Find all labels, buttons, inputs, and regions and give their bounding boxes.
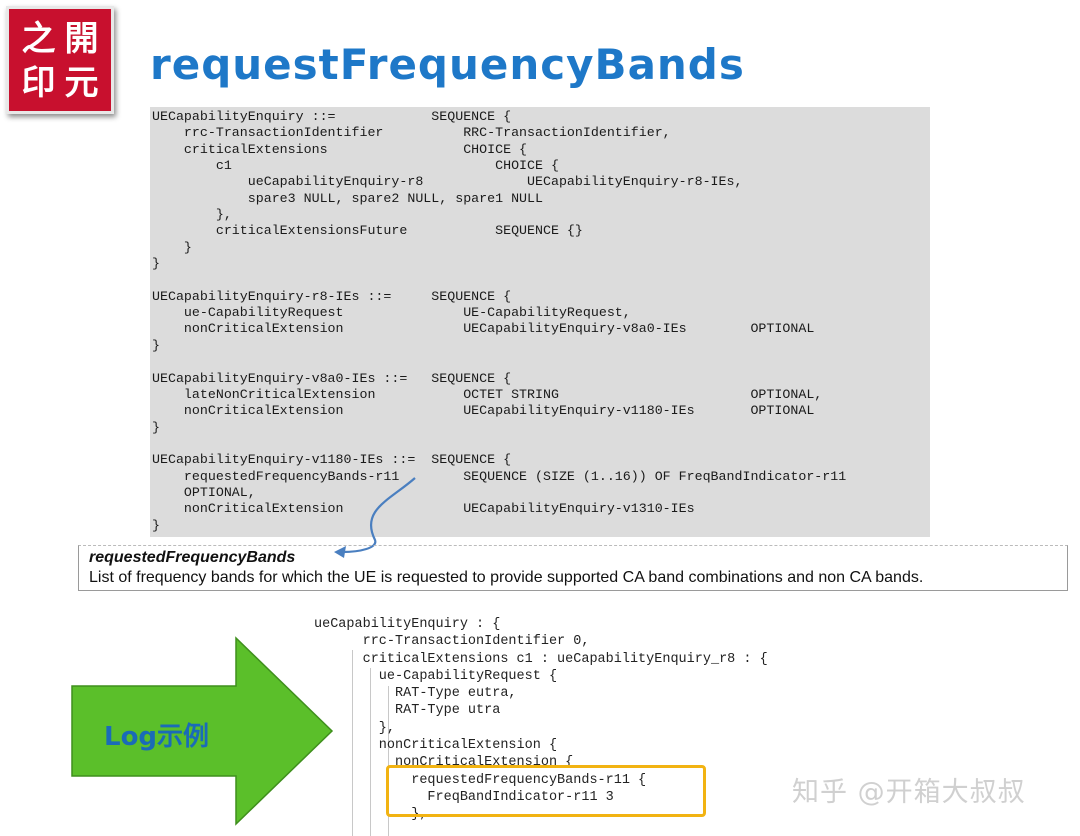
code-line: }, <box>215 207 232 223</box>
code-line: ueCapabilityEnquiry-r8 UECapabilityEnqui… <box>247 174 743 190</box>
code-line: UECapabilityEnquiry-v1180-IEs ::= SEQUEN… <box>152 452 512 468</box>
code-line: spare3 NULL, spare2 NULL, spare1 NULL <box>247 190 543 206</box>
pointer-arrow <box>334 477 416 558</box>
green-arrow-shape <box>71 636 334 826</box>
code-line: c1 CHOICE { <box>215 158 559 174</box>
log-line: nonCriticalExtension { <box>378 738 558 754</box>
code-line: nonCriticalExtension UECapabilityEnquiry… <box>183 403 815 419</box>
log-line: RAT-Type utra <box>395 703 501 719</box>
highlight-box <box>386 765 706 817</box>
log-line: ue-CapabilityRequest { <box>378 668 558 684</box>
code-line: lateNonCriticalExtension OCTET STRING OP… <box>183 386 823 402</box>
definition-term: requestedFrequencyBands <box>89 549 296 566</box>
code-line: } <box>152 419 160 435</box>
code-line: } <box>183 239 192 255</box>
logo-char: 之 <box>21 19 56 59</box>
code-line: UECapabilityEnquiry-v8a0-IEs ::= SEQUENC… <box>152 370 512 386</box>
log-line: rrc-TransactionIdentifier 0, <box>362 634 590 650</box>
code-line: rrc-TransactionIdentifier RRC-Transactio… <box>183 125 671 141</box>
log-line: requestedFrequencyBands-r11 { <box>411 772 647 788</box>
indent-guide <box>370 668 371 836</box>
log-line: }, <box>378 720 396 736</box>
watermark: 知乎 @开箱大叔叔 <box>792 777 1026 808</box>
code-line: criticalExtensions CHOICE { <box>183 141 528 157</box>
page-title: requestFrequencyBands <box>150 40 745 89</box>
logo-char: 元 <box>64 63 99 103</box>
log-line: RAT-Type eutra, <box>395 686 517 702</box>
logo-char: 印 <box>21 63 56 103</box>
logo: 之 開 印 元 <box>6 6 114 114</box>
log-line: FreqBandIndicator-r11 3 <box>427 789 614 805</box>
code-line: } <box>152 256 160 272</box>
code-line: OPTIONAL, <box>183 484 256 500</box>
code-line: UECapabilityEnquiry-r8-IEs ::= SEQUENCE … <box>152 288 512 304</box>
log-line: criticalExtensions c1 : ueCapabilityEnqu… <box>362 651 768 667</box>
indent-guide <box>352 650 353 836</box>
asn1-code-block: UECapabilityEnquiry ::= SEQUENCE { rrc-T… <box>150 107 930 537</box>
code-line: } <box>152 517 160 533</box>
code-line: nonCriticalExtension UECapabilityEnquiry… <box>183 321 815 337</box>
definition-box: requestedFrequencyBands List of frequenc… <box>78 545 1068 591</box>
code-line: ue-CapabilityRequest UE-CapabilityReques… <box>183 305 631 321</box>
code-line: } <box>152 337 160 353</box>
arrow-label: Log示例 <box>104 722 210 752</box>
code-line: requestedFrequencyBands-r11 SEQUENCE (SI… <box>183 468 847 484</box>
code-line: UECapabilityEnquiry ::= SEQUENCE { <box>152 109 512 124</box>
code-line: criticalExtensionsFuture SEQUENCE {} <box>215 223 583 239</box>
definition-text: List of frequency bands for which the UE… <box>89 569 924 586</box>
indent-guide <box>388 686 389 836</box>
log-line: ueCapabilityEnquiry : { <box>314 617 501 632</box>
logo-char: 開 <box>64 19 99 59</box>
code-line: nonCriticalExtension UECapabilityEnquiry… <box>183 501 695 517</box>
